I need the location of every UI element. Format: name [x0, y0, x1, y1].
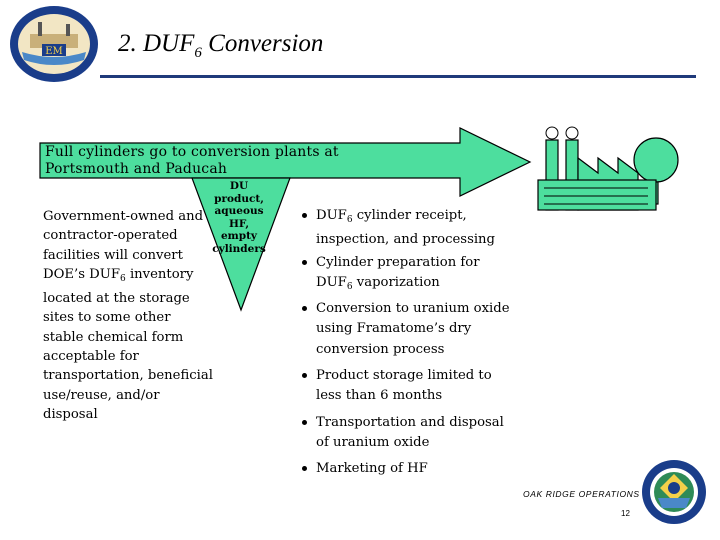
arrow-caption: Full cylinders go to conversion plants a…: [45, 144, 339, 177]
doe-seal-icon: [642, 460, 706, 524]
bullet-dot-icon: [302, 259, 307, 265]
funnel-shape: [191, 177, 291, 312]
bullet-dot-icon: [302, 419, 307, 425]
bullet-item: Product storage limited to less than 6 m…: [300, 366, 510, 411]
bullet-list: DUF6 cylinder receipt, inspection, and p…: [300, 206, 510, 486]
page-number: 12: [621, 509, 630, 518]
bullet-dot-icon: [302, 466, 307, 472]
factory-icon: [537, 126, 679, 211]
bullet-item: Transportation and disposal of uranium o…: [300, 413, 510, 458]
bullet-item: Conversion to uranium oxide using Framat…: [300, 299, 510, 364]
bullet-dot-icon: [302, 373, 307, 379]
bullet-item: Cylinder preparation for DUF6 vaporizati…: [300, 253, 510, 298]
bullet-dot-icon: [302, 306, 307, 312]
bullet-dot-icon: [302, 213, 307, 218]
bullet-item: Marketing of HF: [300, 459, 510, 483]
bullet-item: DUF6 cylinder receipt, inspection, and p…: [300, 206, 510, 251]
funnel-caption: DU product, aqueous HF, empty cylinders: [212, 180, 266, 255]
left-paragraph: Government-owned and contractor-operated…: [43, 209, 213, 422]
footer-organization: OAK RIDGE OPERATIONS: [523, 489, 640, 499]
svg-text:EM: EM: [45, 46, 63, 57]
horizontal-arrow-shape: [39, 127, 532, 197]
em-seal-icon: EM: [10, 6, 98, 82]
title-rule: [100, 75, 696, 78]
slide-title: 2. DUF6 Conversion: [118, 30, 324, 61]
